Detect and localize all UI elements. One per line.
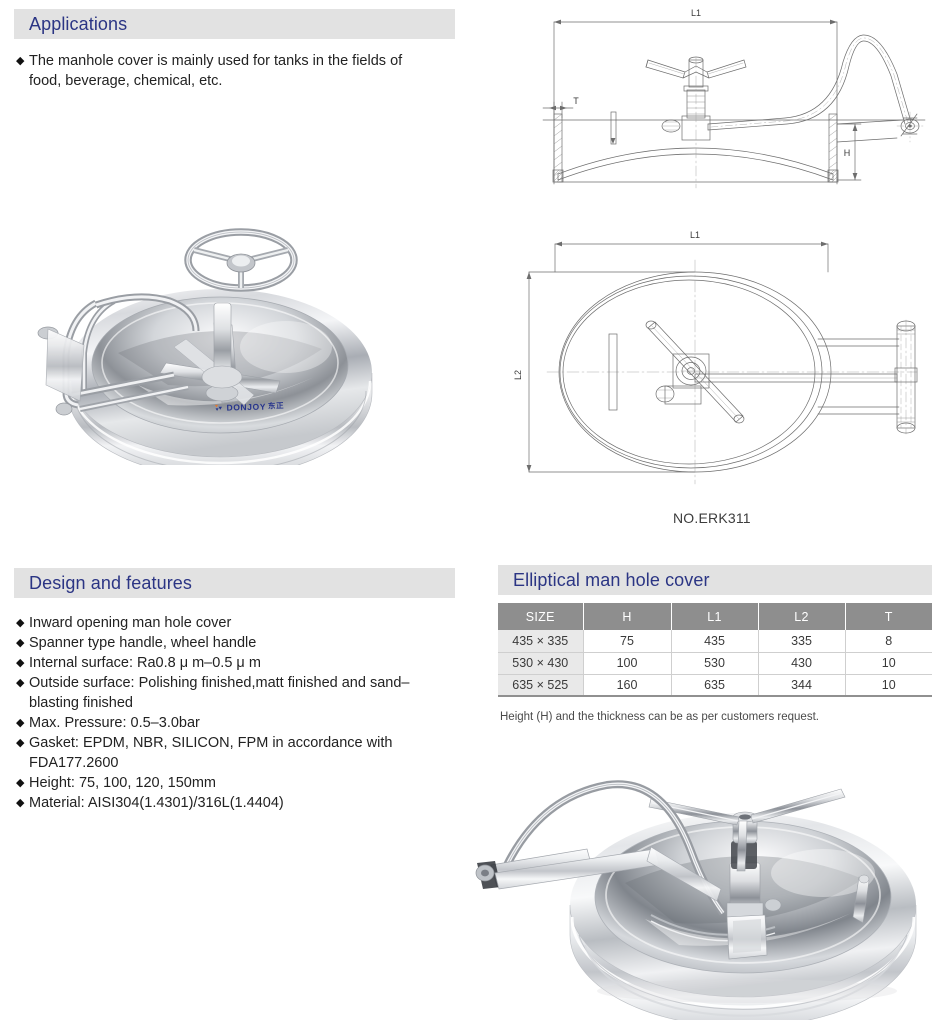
cell-h: 75: [582, 630, 671, 653]
list-item-text: Internal surface: Ra0.8 μ m–0.5 μ m: [29, 653, 456, 673]
donjoy-mark-icon: [214, 403, 223, 412]
list-item-text: Spanner type handle, wheel handle: [29, 633, 456, 653]
drawing-plan-view: L1 L2 NO.ERK311: [505, 222, 945, 526]
list-item-text: Max. Pressure: 0.5–3.0bar: [29, 713, 456, 733]
design-features-header-bar: Design and features: [14, 568, 455, 598]
cell-h: 100: [582, 652, 671, 675]
spec-title: Elliptical man hole cover: [513, 569, 710, 590]
list-item-line: Internal surface: Ra0.8 μ m–0.5 μ m: [29, 655, 261, 671]
cell-size: 530 × 430: [498, 652, 583, 675]
list-item-line: Inward opening man hole cover: [29, 615, 232, 631]
applications-title: Applications: [29, 13, 128, 34]
design-features-bullet-list: ◆ Inward opening man hole cover ◆ Spanne…: [16, 613, 456, 813]
diamond-bullet-icon: ◆: [16, 657, 25, 669]
cell-t: 8: [844, 630, 932, 653]
table-row: 435 × 335 75 435 335 8: [498, 630, 932, 653]
dim-label-l2: L2: [513, 370, 523, 380]
dim-label-h: H: [844, 148, 851, 158]
brand-name: DONJOY: [226, 401, 267, 413]
list-item-text: The manhole cover is mainly used for tan…: [29, 51, 446, 91]
list-item: ◆ Max. Pressure: 0.5–3.0bar: [16, 713, 456, 733]
product-photo-round-cover: [455, 755, 949, 1024]
column-header-h: H: [582, 603, 672, 630]
cell-h: 160: [582, 674, 671, 697]
cell-l2: 344: [757, 674, 845, 697]
list-item-line: Gasket: EPDM, NBR, SILICON, FPM in accor…: [29, 735, 393, 751]
drawing-side-section: L1 T H: [525, 2, 945, 202]
cell-t: 10: [844, 652, 932, 675]
list-item-text: Inward opening man hole cover: [29, 613, 456, 633]
list-item-line: Height: 75, 100, 120, 150mm: [29, 775, 217, 791]
product-photo-svg: [37, 228, 373, 478]
dim-label-t: T: [573, 96, 579, 106]
list-item-line: Outside surface: Polishing finished,matt…: [29, 675, 410, 691]
part-number-label: NO.ERK311: [673, 510, 751, 526]
column-header-l2: L2: [757, 603, 846, 630]
cell-l1: 635: [670, 674, 758, 697]
applications-bullet-list: ◆ The manhole cover is mainly used for t…: [16, 51, 446, 91]
list-item-line-cont: blasting finished: [29, 695, 133, 711]
diamond-bullet-icon: ◆: [16, 617, 25, 629]
column-header-size: SIZE: [498, 603, 584, 630]
list-item: ◆ Internal surface: Ra0.8 μ m–0.5 μ m: [16, 653, 456, 673]
list-item-line: Spanner type handle, wheel handle: [29, 635, 257, 651]
cell-l2: 430: [757, 652, 845, 675]
column-header-l1: L1: [670, 603, 759, 630]
diamond-bullet-icon: ◆: [16, 717, 25, 729]
cell-l2: 335: [757, 630, 845, 653]
list-item: ◆ Inward opening man hole cover: [16, 613, 456, 633]
cell-size: 435 × 335: [498, 630, 583, 653]
list-item-line: The manhole cover is mainly used for tan…: [29, 53, 403, 69]
table-row: 635 × 525 160 635 344 10: [498, 674, 932, 697]
list-item: ◆ Material: AISI304(1.4301)/316L(1.4404): [16, 793, 456, 813]
table-row: 530 × 430 100 530 430 10: [498, 652, 932, 675]
list-item-line: Max. Pressure: 0.5–3.0bar: [29, 715, 200, 731]
diamond-bullet-icon: ◆: [16, 677, 25, 689]
list-item: ◆ Height: 75, 100, 120, 150mm: [16, 773, 456, 793]
diamond-bullet-icon: ◆: [16, 737, 25, 749]
plan-view-svg: L1 L2: [513, 230, 918, 485]
diamond-bullet-icon: ◆: [16, 777, 25, 789]
dim-label-l1: L1: [691, 8, 701, 18]
cell-l1: 530: [670, 652, 758, 675]
list-item: ◆ The manhole cover is mainly used for t…: [16, 51, 446, 91]
spec-header-bar: Elliptical man hole cover: [498, 565, 932, 595]
list-item-text: Gasket: EPDM, NBR, SILICON, FPM in accor…: [29, 733, 456, 773]
list-item-line-cont: FDA177.2600: [29, 755, 119, 771]
list-item: ◆ Outside surface: Polishing finished,ma…: [16, 673, 456, 713]
applications-header-bar: Applications: [14, 9, 455, 39]
list-item-line: Material: AISI304(1.4301)/316L(1.4404): [29, 795, 284, 811]
brand-name-cn: 东正: [267, 401, 285, 411]
list-item-text: Material: AISI304(1.4301)/316L(1.4404): [29, 793, 456, 813]
product-photo-elliptical-cover: DONJOY 东正: [18, 225, 398, 478]
table-footnote: Height (H) and the thickness can be as p…: [500, 711, 819, 723]
design-features-title: Design and features: [29, 572, 193, 593]
list-item-line-cont: food, beverage, chemical, etc.: [29, 73, 223, 89]
side-section-svg: L1 T H: [542, 8, 926, 189]
cell-size: 635 × 525: [498, 674, 583, 697]
dim-label-l1-plan: L1: [690, 230, 700, 240]
diamond-bullet-icon: ◆: [16, 637, 25, 649]
list-item-text: Height: 75, 100, 120, 150mm: [29, 773, 456, 793]
column-header-t: T: [844, 603, 932, 630]
list-item: ◆ Spanner type handle, wheel handle: [16, 633, 456, 653]
diamond-bullet-icon: ◆: [16, 797, 25, 809]
cell-l1: 435: [670, 630, 758, 653]
list-item-text: Outside surface: Polishing finished,matt…: [29, 673, 456, 713]
list-item: ◆ Gasket: EPDM, NBR, SILICON, FPM in acc…: [16, 733, 456, 773]
diamond-bullet-icon: ◆: [16, 55, 25, 67]
product-photo-bottom-svg: [475, 780, 917, 1024]
table-header-row: SIZE H L1 L2 T: [498, 603, 932, 630]
spec-table: SIZE H L1 L2 T 435 × 335 75 435 335 8 53…: [498, 603, 932, 697]
brand-logo: DONJOY 东正: [214, 400, 284, 413]
cell-t: 10: [844, 674, 932, 697]
